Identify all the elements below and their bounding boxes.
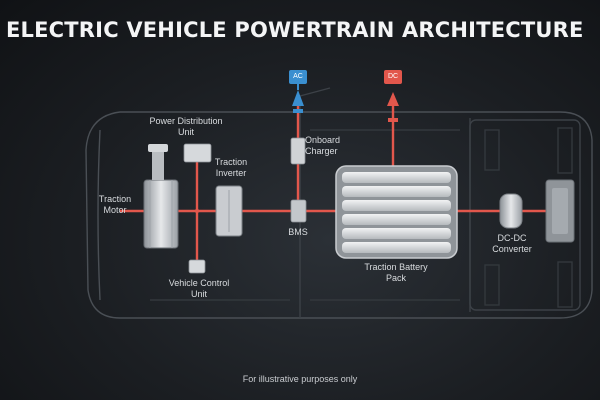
label-dc-input: DC — [384, 72, 402, 82]
diagram-title: ELECTRIC VEHICLE POWERTRAIN ARCHITECTURE — [6, 18, 584, 42]
power-distribution-unit — [183, 143, 212, 163]
label-dc-dc-converter-line2: Converter — [492, 244, 532, 254]
traction-inverter — [215, 185, 243, 237]
label-traction-battery-pack: Traction Battery Pack — [346, 262, 446, 284]
label-dc-input-text: DC — [387, 73, 399, 80]
vehicle-control-unit — [188, 259, 206, 274]
label-traction-inverter: Traction Inverter — [207, 157, 255, 179]
label-vehicle-control-unit: Vehicle Control Unit — [154, 278, 244, 300]
label-traction-battery-pack-line2: Pack — [385, 273, 406, 283]
label-dc-dc-converter-line1: DC-DC — [497, 233, 527, 243]
onboard-charger — [290, 137, 306, 165]
label-ac-input: AC — [289, 72, 307, 82]
label-vehicle-control-unit-line1: Vehicle Control — [168, 278, 230, 288]
label-traction-motor-line2: Motor — [103, 205, 127, 215]
auxiliary-battery — [545, 179, 575, 243]
ac-input — [289, 70, 307, 113]
label-power-distribution-unit: Power Distribution Unit — [146, 116, 226, 138]
label-vehicle-control-unit-line2: Unit — [190, 289, 207, 299]
label-power-distribution-unit-line1: Power Distribution — [149, 116, 223, 126]
label-traction-battery-pack-line1: Traction Battery — [364, 262, 428, 272]
label-onboard-charger-line1: Onboard — [305, 135, 341, 145]
label-power-distribution-unit-line2: Unit — [177, 127, 194, 137]
label-traction-inverter-line2: Inverter — [215, 168, 247, 178]
traction-motor — [143, 144, 179, 249]
footnote: For illustrative purposes only — [242, 374, 358, 384]
label-onboard-charger-line2: Charger — [305, 146, 338, 156]
label-bms: BMS — [282, 227, 314, 238]
bms-module — [290, 199, 307, 223]
label-ac-input-text: AC — [293, 73, 303, 80]
label-traction-inverter-line1: Traction — [214, 157, 248, 167]
dc-input — [384, 70, 402, 122]
label-traction-motor: Traction Motor — [92, 194, 138, 216]
label-onboard-charger: Onboard Charger — [305, 135, 353, 157]
dc-dc-converter — [499, 193, 523, 229]
label-traction-motor-line1: Traction — [98, 194, 132, 204]
label-dc-dc-converter: DC-DC Converter — [484, 233, 540, 255]
traction-battery-pack — [335, 165, 458, 259]
label-bms-line1: BMS — [288, 227, 308, 237]
